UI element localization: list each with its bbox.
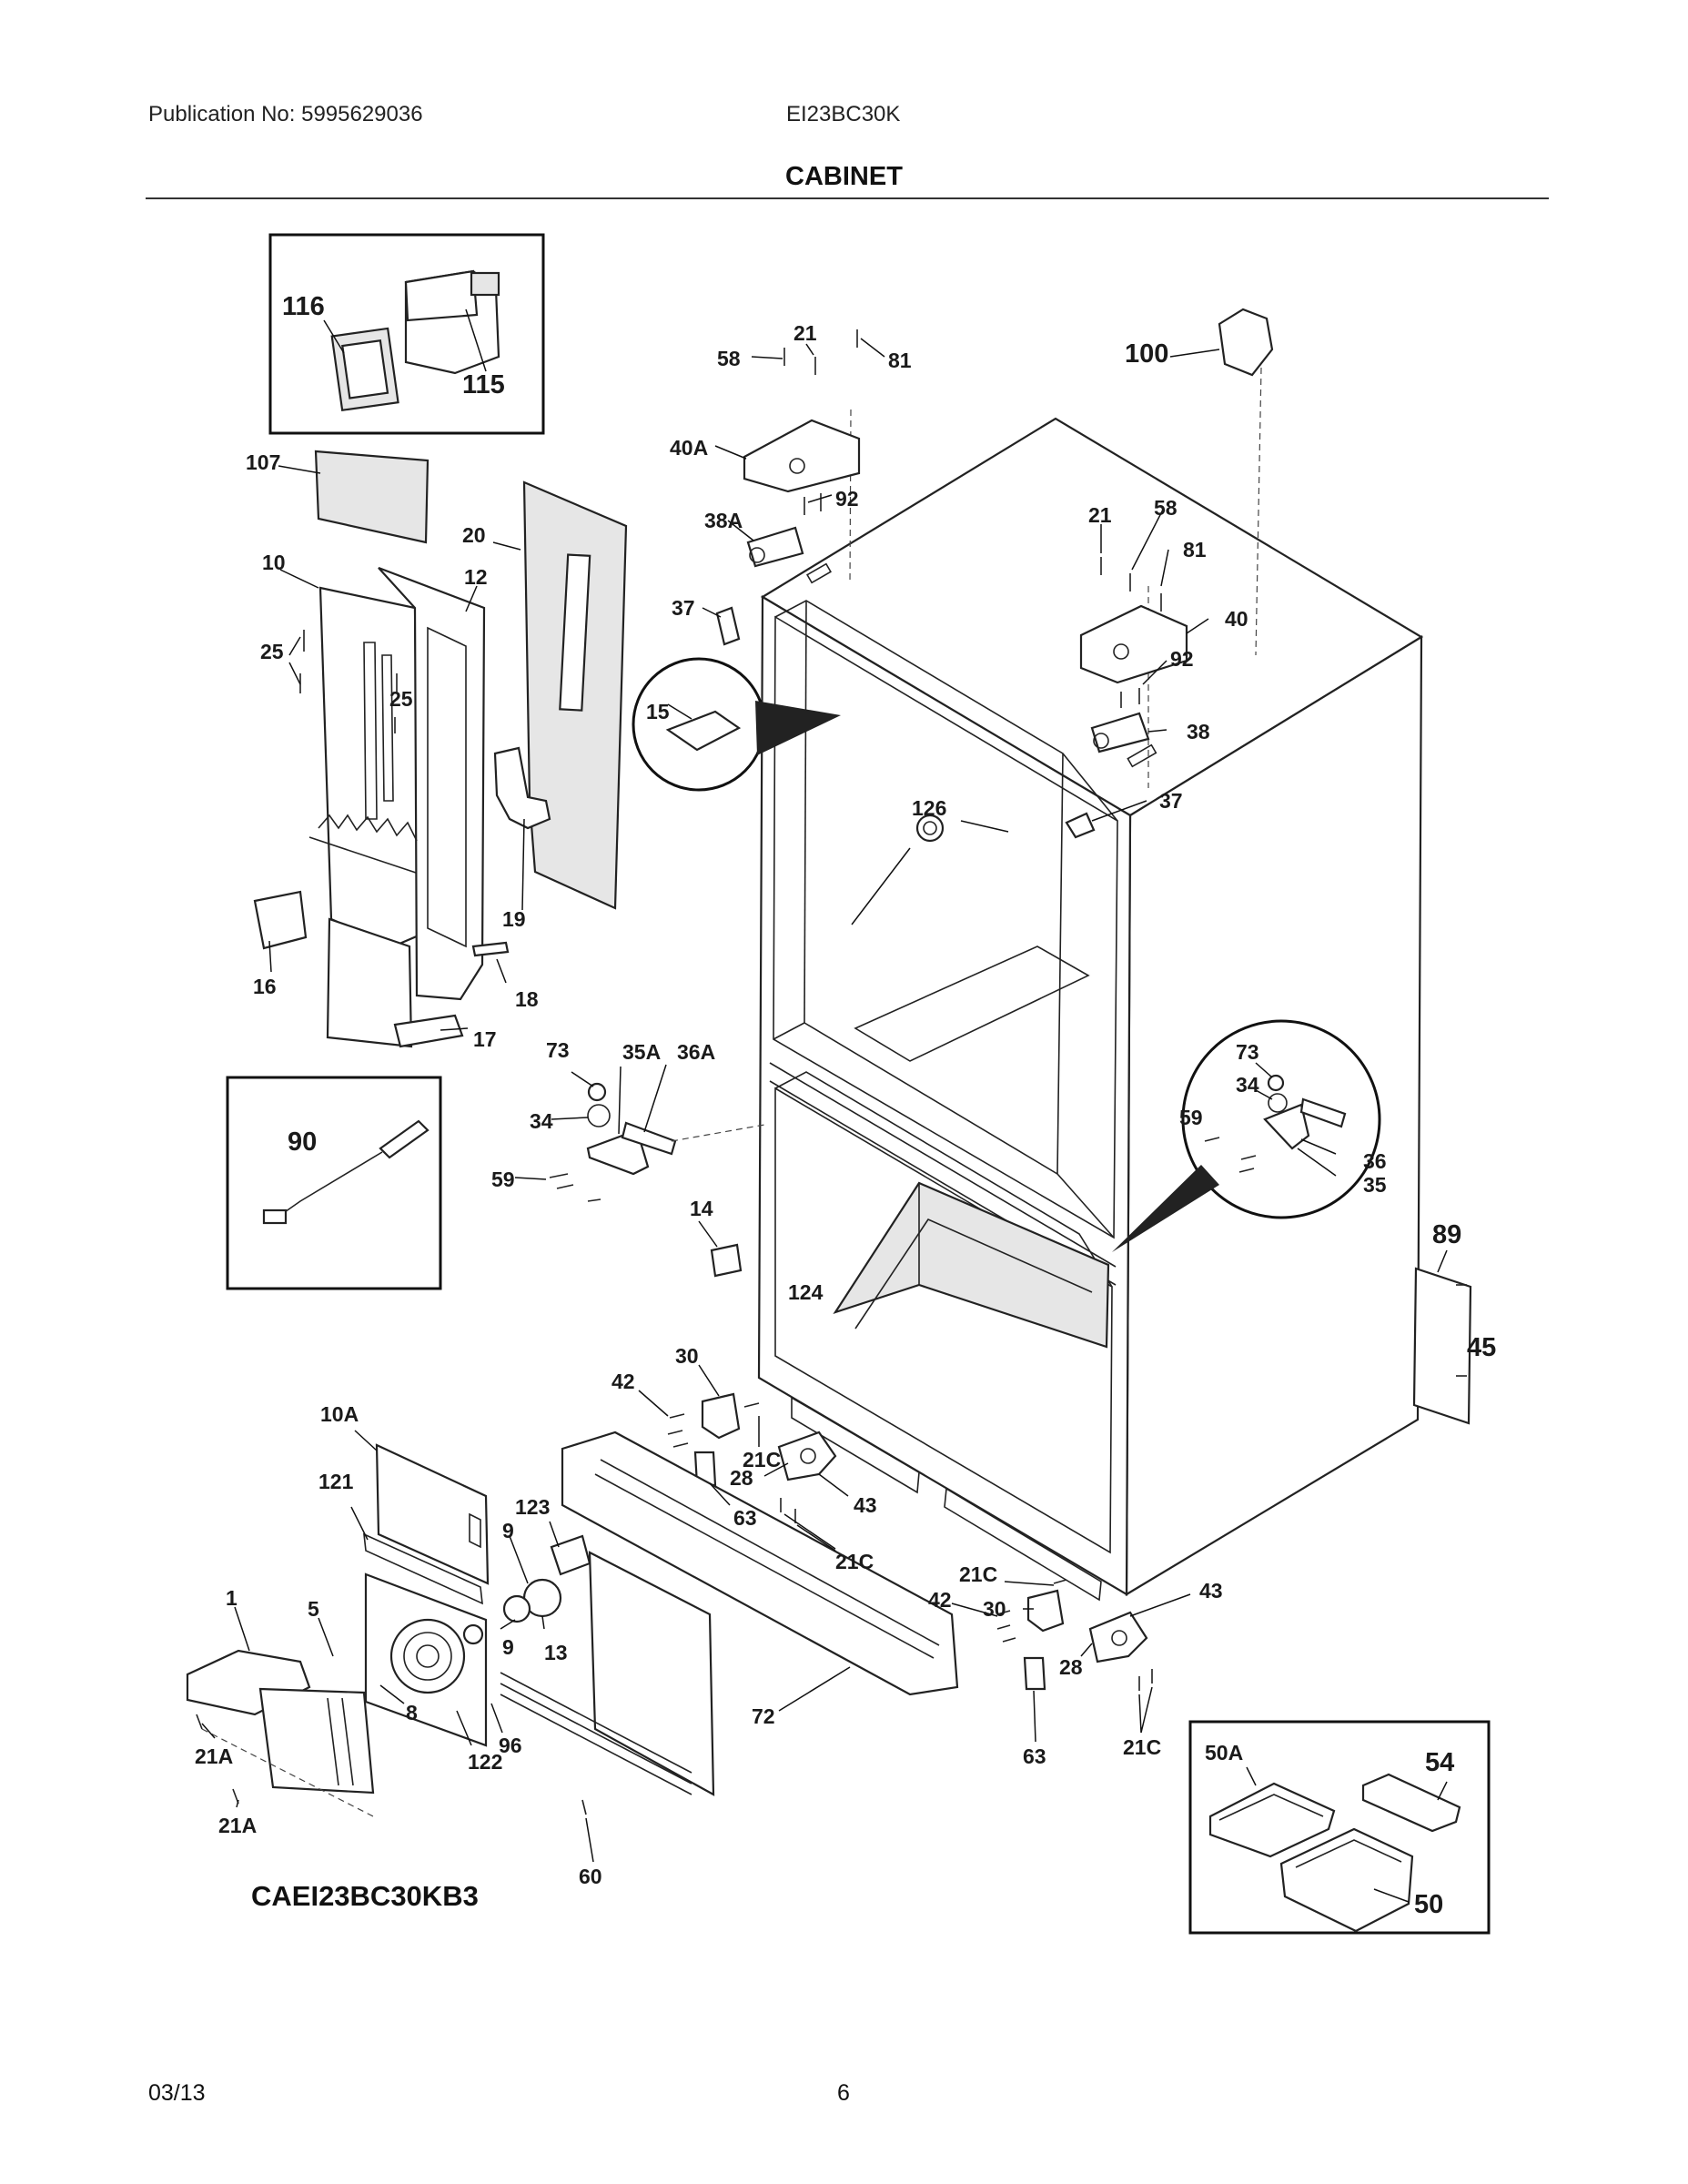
label-73a: 73	[546, 1038, 570, 1062]
label-121: 121	[318, 1470, 354, 1493]
label-21Ca: 21C	[743, 1448, 781, 1471]
label-25b: 25	[389, 687, 413, 711]
label-90: 90	[288, 1127, 317, 1157]
label-50: 50	[1414, 1890, 1443, 1919]
label-81a: 81	[888, 349, 912, 372]
air-duct-assembly	[253, 450, 628, 1048]
title-rule	[146, 197, 1549, 199]
label-38A: 38A	[704, 509, 743, 532]
label-43b: 43	[1199, 1579, 1223, 1603]
label-28a: 28	[730, 1466, 753, 1490]
inset-wire-harness	[226, 1076, 442, 1290]
model-number: EI23BC30K	[786, 102, 901, 126]
inset-drawer-bins	[1188, 1720, 1491, 1935]
label-10: 10	[262, 551, 286, 574]
label-10A: 10A	[320, 1402, 359, 1426]
label-59b: 59	[1179, 1106, 1203, 1129]
label-37a: 37	[672, 596, 695, 620]
label-8: 8	[406, 1701, 418, 1724]
base-hardware	[561, 1364, 1191, 1743]
label-30a: 30	[675, 1344, 699, 1368]
label-92a: 92	[835, 487, 859, 511]
top-hinges	[702, 308, 1274, 839]
center-hinge-assembly	[514, 1064, 765, 1202]
label-40: 40	[1225, 607, 1248, 631]
label-63b: 63	[1023, 1744, 1046, 1768]
label-21Cd: 21C	[1123, 1735, 1161, 1759]
label-59a: 59	[491, 1168, 515, 1191]
publication-number: Publication No: 5995629036	[148, 102, 423, 126]
light-socket-126	[851, 814, 1009, 925]
label-34b: 34	[1236, 1073, 1259, 1097]
label-30b: 30	[983, 1597, 1006, 1621]
label-54: 54	[1425, 1748, 1454, 1777]
label-58a: 58	[717, 347, 741, 370]
label-50A: 50A	[1205, 1741, 1243, 1764]
label-1: 1	[226, 1586, 238, 1610]
label-36A: 36A	[677, 1040, 715, 1064]
label-107: 107	[246, 450, 280, 474]
label-73b: 73	[1236, 1040, 1259, 1064]
part-labels: 116 115 107 10 12 25 25 20 19 16 18 17 5…	[195, 292, 1496, 1919]
fan-assembly	[186, 1430, 715, 1863]
label-9a: 9	[502, 1519, 514, 1542]
label-123: 123	[515, 1495, 550, 1519]
label-19: 19	[502, 907, 526, 931]
label-81b: 81	[1183, 538, 1207, 561]
diagram-code: CAEI23BC30KB3	[251, 1880, 479, 1912]
label-35A: 35A	[622, 1040, 661, 1064]
label-38: 38	[1187, 720, 1210, 743]
label-21Cb: 21C	[835, 1550, 874, 1573]
refrigerator-cabinet	[757, 367, 1424, 1602]
label-21Aa: 21A	[195, 1744, 233, 1768]
label-63a: 63	[733, 1506, 757, 1530]
label-126: 126	[912, 796, 946, 820]
label-35: 35	[1363, 1173, 1387, 1197]
label-25a: 25	[260, 640, 284, 663]
callout-center-hinge	[1112, 1019, 1381, 1252]
label-60: 60	[579, 1865, 602, 1888]
label-45: 45	[1467, 1333, 1496, 1362]
label-13: 13	[544, 1641, 568, 1664]
page-title: CABINET	[785, 162, 903, 191]
label-100: 100	[1125, 339, 1168, 369]
label-16: 16	[253, 975, 277, 998]
label-21b: 21	[1088, 503, 1112, 527]
label-58b: 58	[1154, 496, 1178, 520]
label-28b: 28	[1059, 1655, 1083, 1679]
label-37b: 37	[1159, 789, 1183, 813]
part-14	[698, 1220, 743, 1278]
callout-detail-15	[632, 657, 841, 792]
inset-ice-container	[268, 233, 545, 435]
label-15: 15	[646, 700, 670, 723]
label-17: 17	[473, 1027, 497, 1051]
label-9b: 9	[502, 1635, 514, 1659]
label-42b: 42	[928, 1588, 952, 1612]
side-panel-89	[1412, 1249, 1472, 1425]
label-42a: 42	[612, 1370, 635, 1393]
label-34a: 34	[530, 1109, 553, 1133]
label-89: 89	[1432, 1220, 1461, 1249]
label-92b: 92	[1170, 647, 1194, 671]
label-21a: 21	[793, 321, 817, 345]
label-124: 124	[788, 1280, 824, 1304]
label-5: 5	[308, 1597, 319, 1621]
footer-date: 03/13	[148, 2080, 206, 2106]
label-122: 122	[468, 1750, 502, 1774]
page-number: 6	[837, 2080, 850, 2106]
label-115: 115	[462, 370, 505, 399]
label-40A: 40A	[670, 436, 708, 460]
label-43a: 43	[854, 1493, 877, 1517]
label-36: 36	[1363, 1149, 1387, 1173]
label-96: 96	[499, 1734, 522, 1757]
label-12: 12	[464, 565, 488, 589]
label-72: 72	[752, 1704, 775, 1728]
label-18: 18	[515, 987, 539, 1011]
label-21Ab: 21A	[218, 1814, 257, 1837]
label-14: 14	[690, 1197, 713, 1220]
label-116: 116	[282, 292, 325, 321]
label-20: 20	[462, 523, 486, 547]
label-21Cc: 21C	[959, 1562, 997, 1586]
